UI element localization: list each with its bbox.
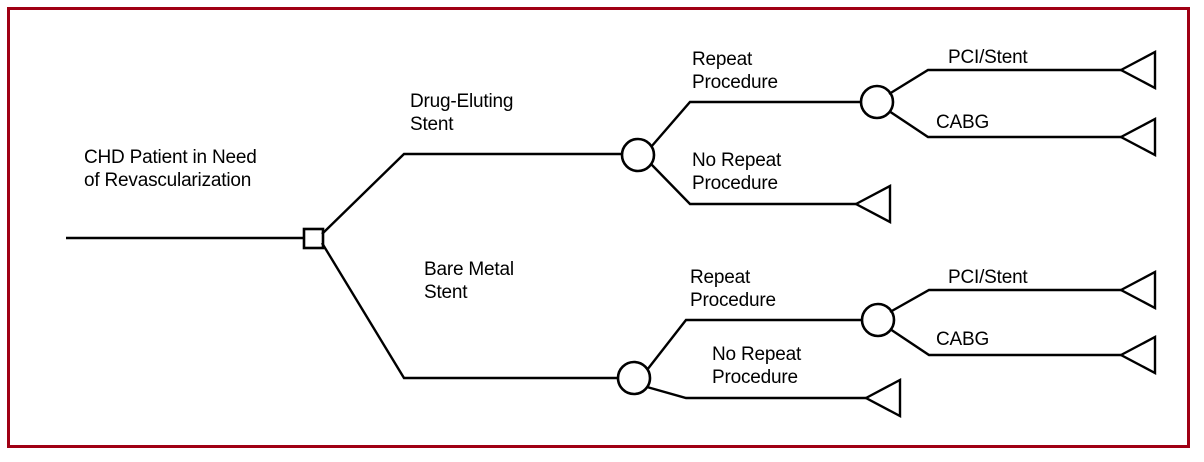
decision-node-square[interactable] <box>302 227 325 250</box>
chance-node-upper-repeat[interactable] <box>859 84 895 120</box>
chance-node-lower-repeat[interactable] <box>860 302 896 338</box>
label-drug-eluting-stent-line1: Drug-Eluting <box>410 91 513 112</box>
branch-bare-metal-stent-line <box>320 242 634 380</box>
label-drug-eluting-stent-line2: Stent <box>410 114 454 135</box>
branch-upper-pci-stent-line <box>888 68 1121 96</box>
label-bare-metal-stent-line1: Bare Metal <box>424 259 514 280</box>
root-label-line2: of Revascularization <box>84 170 251 191</box>
label-lower-no-repeat-procedure-line1: No Repeat <box>712 344 802 365</box>
branch-upper-cabg-line <box>888 110 1121 139</box>
branch-lower-repeat-procedure-line <box>646 318 862 371</box>
label-upper-pci-stent: PCI/Stent <box>948 47 1028 68</box>
branch-lower-cabg-line <box>889 328 1121 357</box>
label-lower-no-repeat-procedure-line2: Procedure <box>712 367 798 388</box>
label-upper-no-repeat-procedure-line2: Procedure <box>692 173 778 194</box>
branch-drug-eluting-stent-line <box>321 152 638 235</box>
branch-lower-pci-stent-line <box>889 288 1121 314</box>
terminal-node-lower-pci-stent <box>1118 270 1157 310</box>
branch-upper-no-repeat-procedure-line <box>650 163 856 206</box>
terminal-node-lower-cabg <box>1118 335 1157 375</box>
label-lower-cabg: CABG <box>936 329 989 350</box>
figure-border-frame <box>7 7 1190 448</box>
chance-node-lower-stent[interactable] <box>616 360 652 396</box>
terminal-node-lower-no-repeat <box>863 378 902 418</box>
root-label-line1: CHD Patient in Need <box>84 147 257 168</box>
chance-node-upper-stent[interactable] <box>620 137 656 173</box>
label-upper-repeat-procedure-line1: Repeat <box>692 49 753 70</box>
label-upper-cabg: CABG <box>936 112 989 133</box>
label-lower-repeat-procedure-line2: Procedure <box>690 290 776 311</box>
label-upper-no-repeat-procedure-line1: No Repeat <box>692 150 782 171</box>
branch-lower-no-repeat-procedure-line <box>646 385 866 400</box>
branch-upper-repeat-procedure-line <box>650 100 861 148</box>
terminal-node-upper-pci-stent <box>1118 50 1157 90</box>
label-lower-repeat-procedure-line1: Repeat <box>690 267 751 288</box>
terminal-node-upper-no-repeat <box>853 184 892 224</box>
label-upper-repeat-procedure-line2: Procedure <box>692 72 778 93</box>
terminal-node-upper-cabg <box>1118 117 1157 157</box>
label-lower-pci-stent: PCI/Stent <box>948 267 1028 288</box>
label-bare-metal-stent-line2: Stent <box>424 282 468 303</box>
